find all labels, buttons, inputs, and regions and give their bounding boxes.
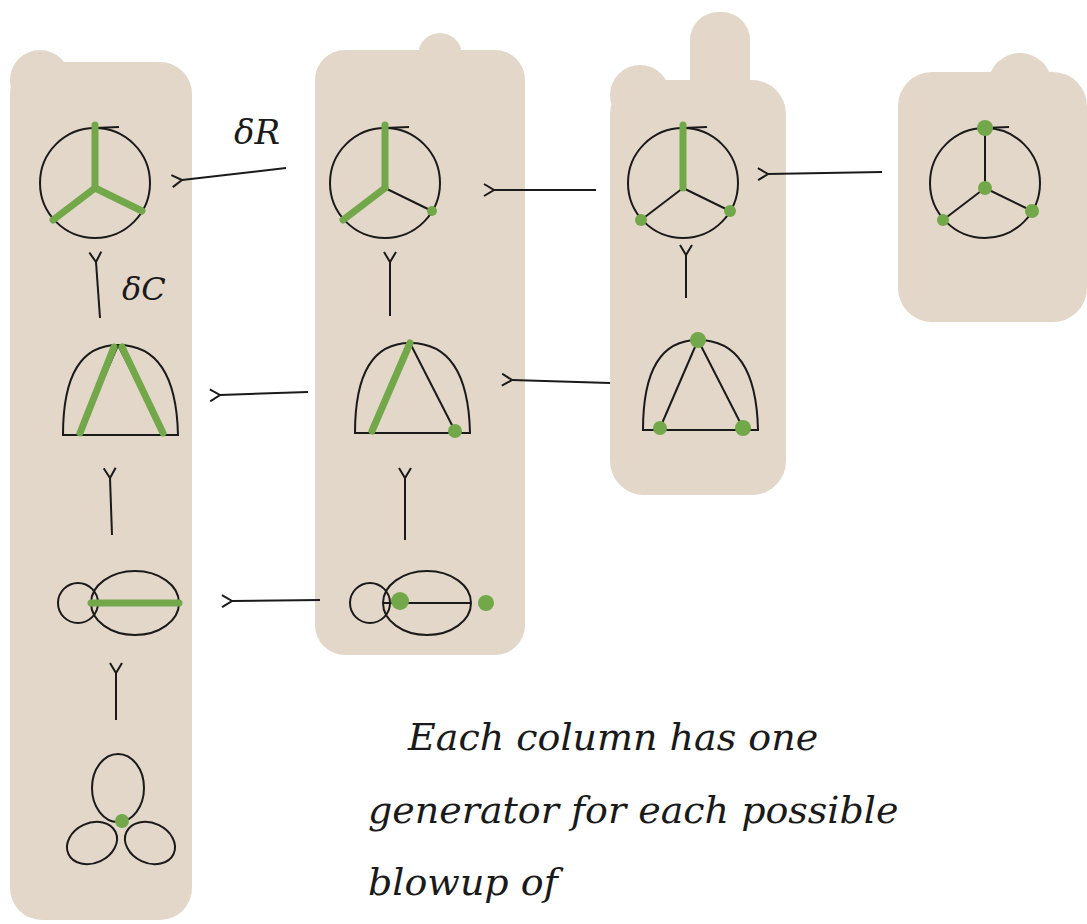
boundary-arrow <box>96 168 882 720</box>
handwritten-note: Each column has one generator for each p… <box>368 701 988 918</box>
boundary-label: δC <box>122 270 166 308</box>
boundary-label: δR <box>234 112 280 152</box>
column-band <box>10 12 1087 920</box>
